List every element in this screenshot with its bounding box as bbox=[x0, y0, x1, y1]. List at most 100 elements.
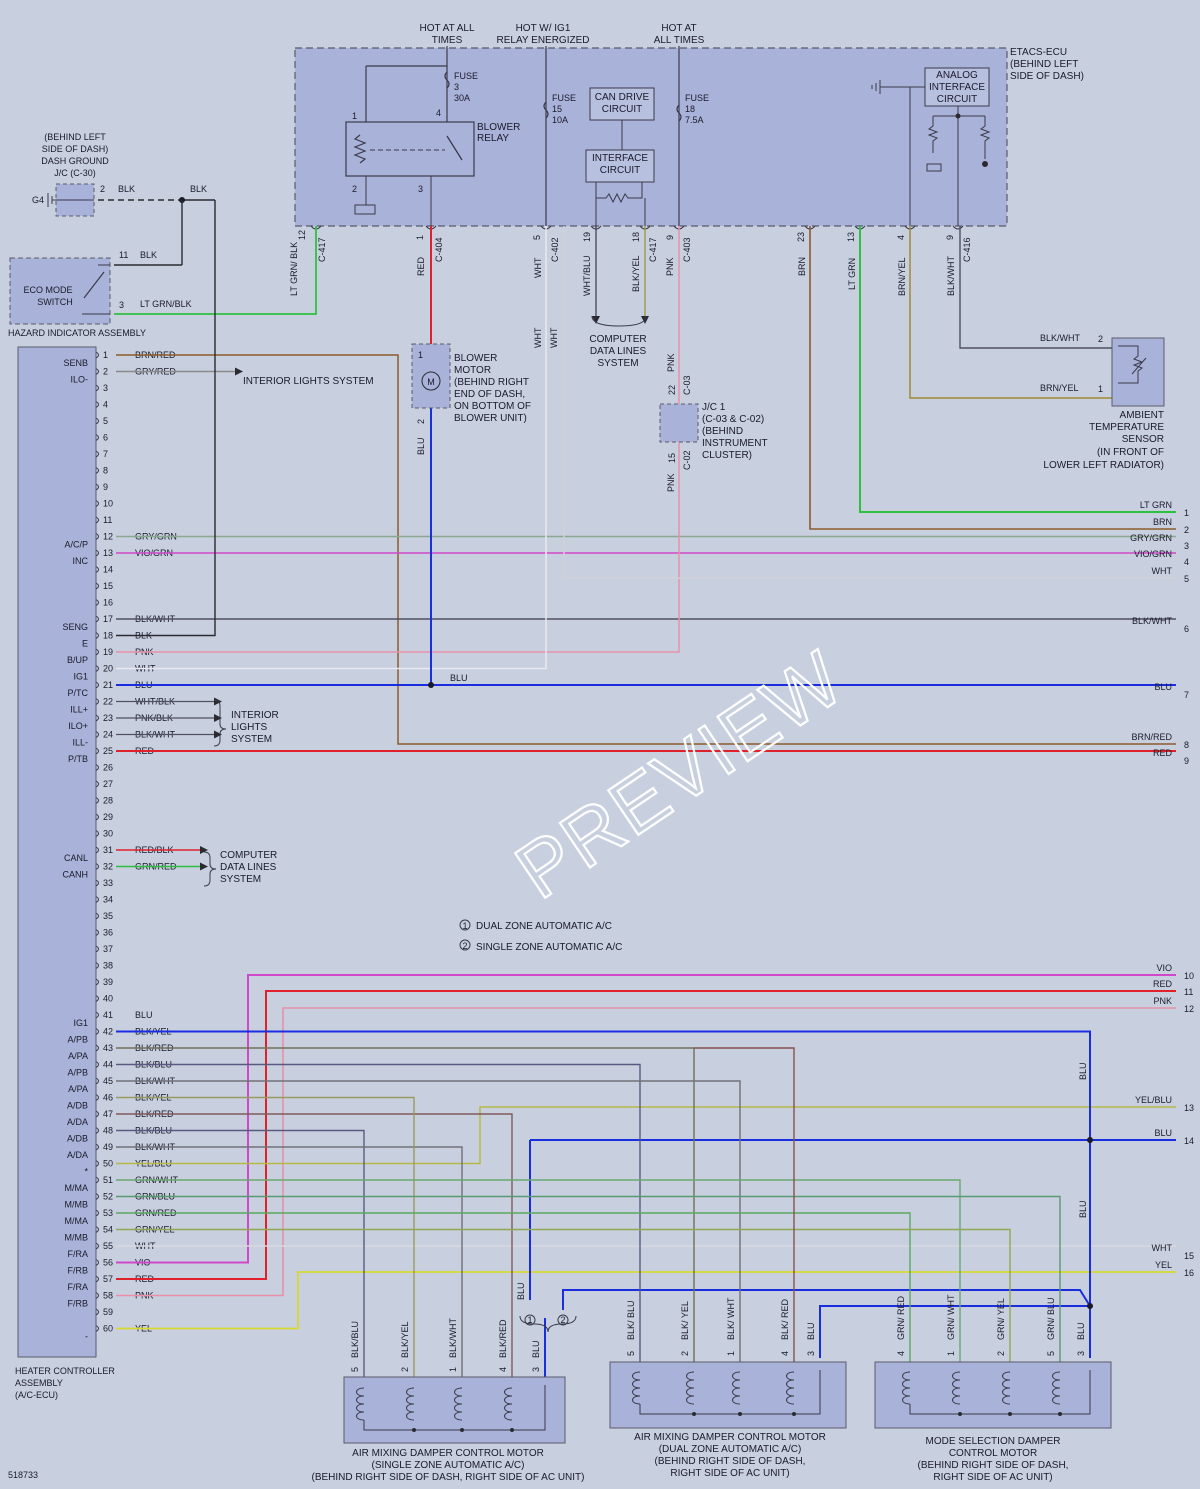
heater-pin-connector bbox=[95, 1044, 99, 1052]
motor-pin-number: 2 bbox=[400, 1367, 410, 1372]
heater-pin-number: 14 bbox=[103, 565, 113, 575]
heater-pin-number: 35 bbox=[103, 911, 113, 921]
wire-label-blu-v: BLU bbox=[1078, 1200, 1088, 1218]
blower-motor-label-2: MOTOR bbox=[454, 365, 491, 376]
jc1-label-5: CLUSTER) bbox=[702, 450, 752, 461]
heater-pin-number: 45 bbox=[103, 1076, 113, 1086]
heater-pin-wire-color: BLU bbox=[135, 1010, 153, 1020]
heater-pin-number: 6 bbox=[103, 433, 108, 443]
arrow-icon bbox=[200, 846, 208, 854]
heater-pin-number: 53 bbox=[103, 1208, 113, 1218]
etacs-label-2: (BEHIND LEFT bbox=[1010, 59, 1078, 70]
heater-pin-number: 30 bbox=[103, 829, 113, 839]
heater-pin-connector bbox=[95, 1226, 99, 1233]
ground-pin-2: 2 bbox=[100, 184, 105, 194]
heater-pin-number: 24 bbox=[103, 730, 113, 740]
conn-c402: C-402 bbox=[550, 237, 560, 262]
etacs-label-1: ETACS-ECU bbox=[1010, 47, 1067, 58]
motor-coil-icon bbox=[952, 1371, 961, 1405]
heater-pin-function: F/RB bbox=[67, 1299, 88, 1309]
heater-pin-connector bbox=[95, 1160, 99, 1167]
motor-coil-icon bbox=[786, 1371, 795, 1405]
heater-pin-number: 58 bbox=[103, 1291, 113, 1301]
heater-pin-connector bbox=[95, 995, 99, 1002]
motor-pin-number: 2 bbox=[996, 1351, 1006, 1356]
motor-pin-wire: BLK/ BLU bbox=[626, 1300, 636, 1340]
interior-lights-label-1: INTERIOR bbox=[231, 710, 279, 721]
wire-blu-dual bbox=[562, 1289, 1091, 1310]
motor-single-label-2: (SINGLE ZONE AUTOMATIC A/C) bbox=[372, 1460, 525, 1471]
ecu-pin-9a: 9 bbox=[665, 235, 675, 240]
heater-pin-connector bbox=[95, 731, 99, 738]
jc1-pnk-top: PNK bbox=[666, 353, 676, 372]
branch-circle bbox=[524, 1314, 536, 1326]
right-terminal-number: 15 bbox=[1184, 1251, 1194, 1261]
heater-pin-number: 38 bbox=[103, 961, 113, 971]
heater-pin-function: INC bbox=[73, 556, 89, 566]
eco-pin-3: 3 bbox=[119, 300, 124, 310]
wht-label-a: WHT bbox=[533, 327, 543, 348]
motor-common-line bbox=[639, 1370, 821, 1415]
motor-coil-icon bbox=[356, 1387, 365, 1421]
motor-pin-wire: BLK/ WHT bbox=[726, 1297, 736, 1340]
ambient-pin-2: 2 bbox=[1098, 334, 1103, 344]
right-terminal-wire: RED bbox=[1153, 748, 1173, 758]
motor-pin-wire: GRN/ BLU bbox=[1046, 1297, 1056, 1340]
heater-pin-function: SENB bbox=[63, 358, 88, 368]
heater-pin-connector bbox=[95, 797, 99, 804]
can-drive-label-1: CAN DRIVE bbox=[595, 92, 650, 103]
conn-c403: C-403 bbox=[682, 237, 692, 262]
motor-dual-label-2: (DUAL ZONE AUTOMATIC A/C) bbox=[659, 1444, 802, 1455]
heater-pin-function: A/DA bbox=[67, 1117, 88, 1127]
heater-pin-number: 47 bbox=[103, 1109, 113, 1119]
junction-dot bbox=[792, 1412, 796, 1416]
wire-motor-feed bbox=[116, 1195, 1061, 1362]
heater-pin-number: 28 bbox=[103, 796, 113, 806]
heater-pin-number: 3 bbox=[103, 383, 108, 393]
heater-pin-connector bbox=[95, 516, 99, 524]
wire-vio bbox=[116, 974, 1176, 1264]
ecu-pin-5: 5 bbox=[532, 235, 542, 240]
motor-dual-label-3: (BEHIND RIGHT SIDE OF DASH, bbox=[655, 1456, 806, 1467]
blower-motor-label-5: ON BOTTOM OF bbox=[454, 401, 531, 412]
heater-pin-number: 55 bbox=[103, 1241, 113, 1251]
right-terminal-number: 5 bbox=[1184, 574, 1189, 584]
right-terminal-number: 16 bbox=[1184, 1268, 1194, 1278]
wire-wht-blu-label: WHT/BLU bbox=[582, 256, 592, 297]
heater-pin-connector bbox=[95, 1127, 99, 1134]
right-terminal-wire: YEL/BLU bbox=[1135, 1095, 1172, 1105]
heater-pin-number: 22 bbox=[103, 697, 113, 707]
heater-pin-connector bbox=[95, 467, 99, 474]
motor-pin-wire: BLU bbox=[531, 1340, 541, 1358]
fuse3-label-2: 3 bbox=[454, 82, 459, 92]
motor-pin-wire: GRN/ WHT bbox=[946, 1294, 956, 1340]
ground-label-1: (BEHIND LEFT bbox=[44, 132, 106, 142]
heater-pin-connector bbox=[95, 929, 99, 936]
right-terminal-wire: LT GRN bbox=[1140, 500, 1172, 510]
heater-pin-connector bbox=[95, 1325, 99, 1332]
wire-brn-label: BRN bbox=[797, 257, 807, 276]
wire-red-label: RED bbox=[416, 256, 426, 276]
heater-pin-connector bbox=[95, 681, 99, 689]
heater-pin-number: 27 bbox=[103, 779, 113, 789]
heater-pin-number: 33 bbox=[103, 878, 113, 888]
heater-pin-number: 1 bbox=[103, 350, 108, 360]
right-terminal-wire: BRN/RED bbox=[1131, 732, 1172, 742]
right-terminal-number: 9 bbox=[1184, 756, 1189, 766]
motor-pin-wire: BLK/RED bbox=[498, 1319, 508, 1358]
heater-pin-connector bbox=[95, 1176, 99, 1184]
heater-pin-connector bbox=[95, 1209, 99, 1217]
heater-pin-function: F/RB bbox=[67, 1266, 88, 1276]
motor-coil-icon bbox=[1052, 1371, 1061, 1405]
figure-id: 518733 bbox=[8, 1470, 38, 1480]
junction-dot bbox=[1008, 1412, 1012, 1416]
ecu-pin-18: 18 bbox=[631, 232, 641, 242]
heater-pin-function: A/DB bbox=[67, 1134, 88, 1144]
wire-brn-yel-label: BRN/YEL bbox=[897, 257, 907, 296]
heater-pin-number: 19 bbox=[103, 647, 113, 657]
right-terminal-number: 4 bbox=[1184, 557, 1189, 567]
relay-pin-2: 2 bbox=[352, 184, 357, 194]
wire-motor-feed bbox=[116, 1063, 641, 1362]
blower-wire-blu: BLU bbox=[416, 437, 426, 455]
